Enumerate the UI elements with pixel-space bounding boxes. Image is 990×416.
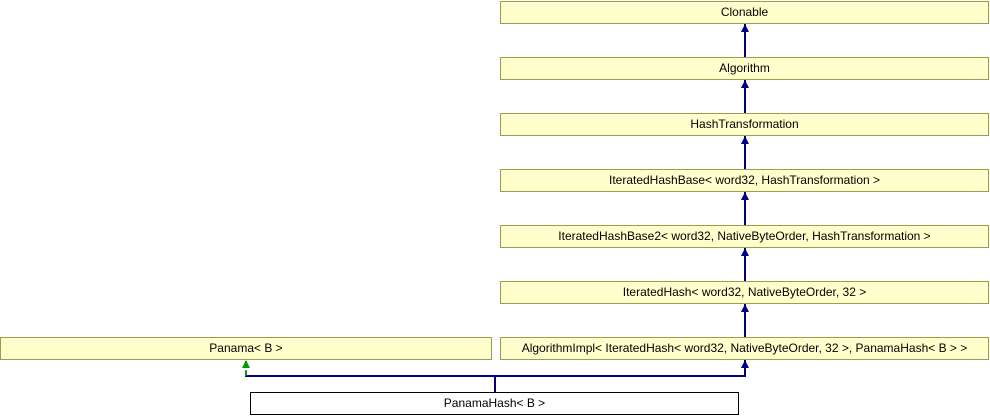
class-node-algorithmimpl[interactable]: AlgorithmImpl< IteratedHash< word32, Nat…	[500, 337, 989, 360]
class-node-panamahash-current: PanamaHash< B >	[250, 392, 739, 415]
inheritance-arrow-icon	[741, 304, 749, 312]
dashed-edge-line	[245, 361, 247, 376]
inheritance-arrow-icon	[741, 248, 749, 256]
inheritance-edge-line	[744, 360, 746, 376]
inheritance-edge-line	[744, 80, 746, 113]
inheritance-arrow-icon	[741, 360, 749, 368]
inheritance-edge-line	[744, 136, 746, 169]
inheritance-edge-line	[744, 248, 746, 281]
inheritance-edge-line	[744, 304, 746, 337]
inheritance-arrow-icon	[741, 24, 749, 32]
inheritance-arrow-icon	[741, 192, 749, 200]
inheritance-arrow-icon	[741, 80, 749, 88]
class-node-hashtransformation[interactable]: HashTransformation	[500, 113, 989, 136]
class-node-iteratedhash[interactable]: IteratedHash< word32, NativeByteOrder, 3…	[500, 281, 989, 304]
child-stub-line	[494, 376, 496, 393]
class-node-iteratedhashbase2[interactable]: IteratedHashBase2< word32, NativeByteOrd…	[500, 225, 989, 248]
class-node-clonable[interactable]: Clonable	[500, 1, 989, 24]
inheritance-edge-line	[744, 192, 746, 225]
inheritance-edge-line	[744, 24, 746, 57]
class-node-iteratedhashbase[interactable]: IteratedHashBase< word32, HashTransforma…	[500, 169, 989, 192]
dashed-green-arrow-icon	[242, 360, 250, 368]
inheritance-arrow-icon	[741, 136, 749, 144]
class-node-panama[interactable]: Panama< B >	[0, 337, 492, 360]
class-node-algorithm[interactable]: Algorithm	[500, 57, 989, 80]
